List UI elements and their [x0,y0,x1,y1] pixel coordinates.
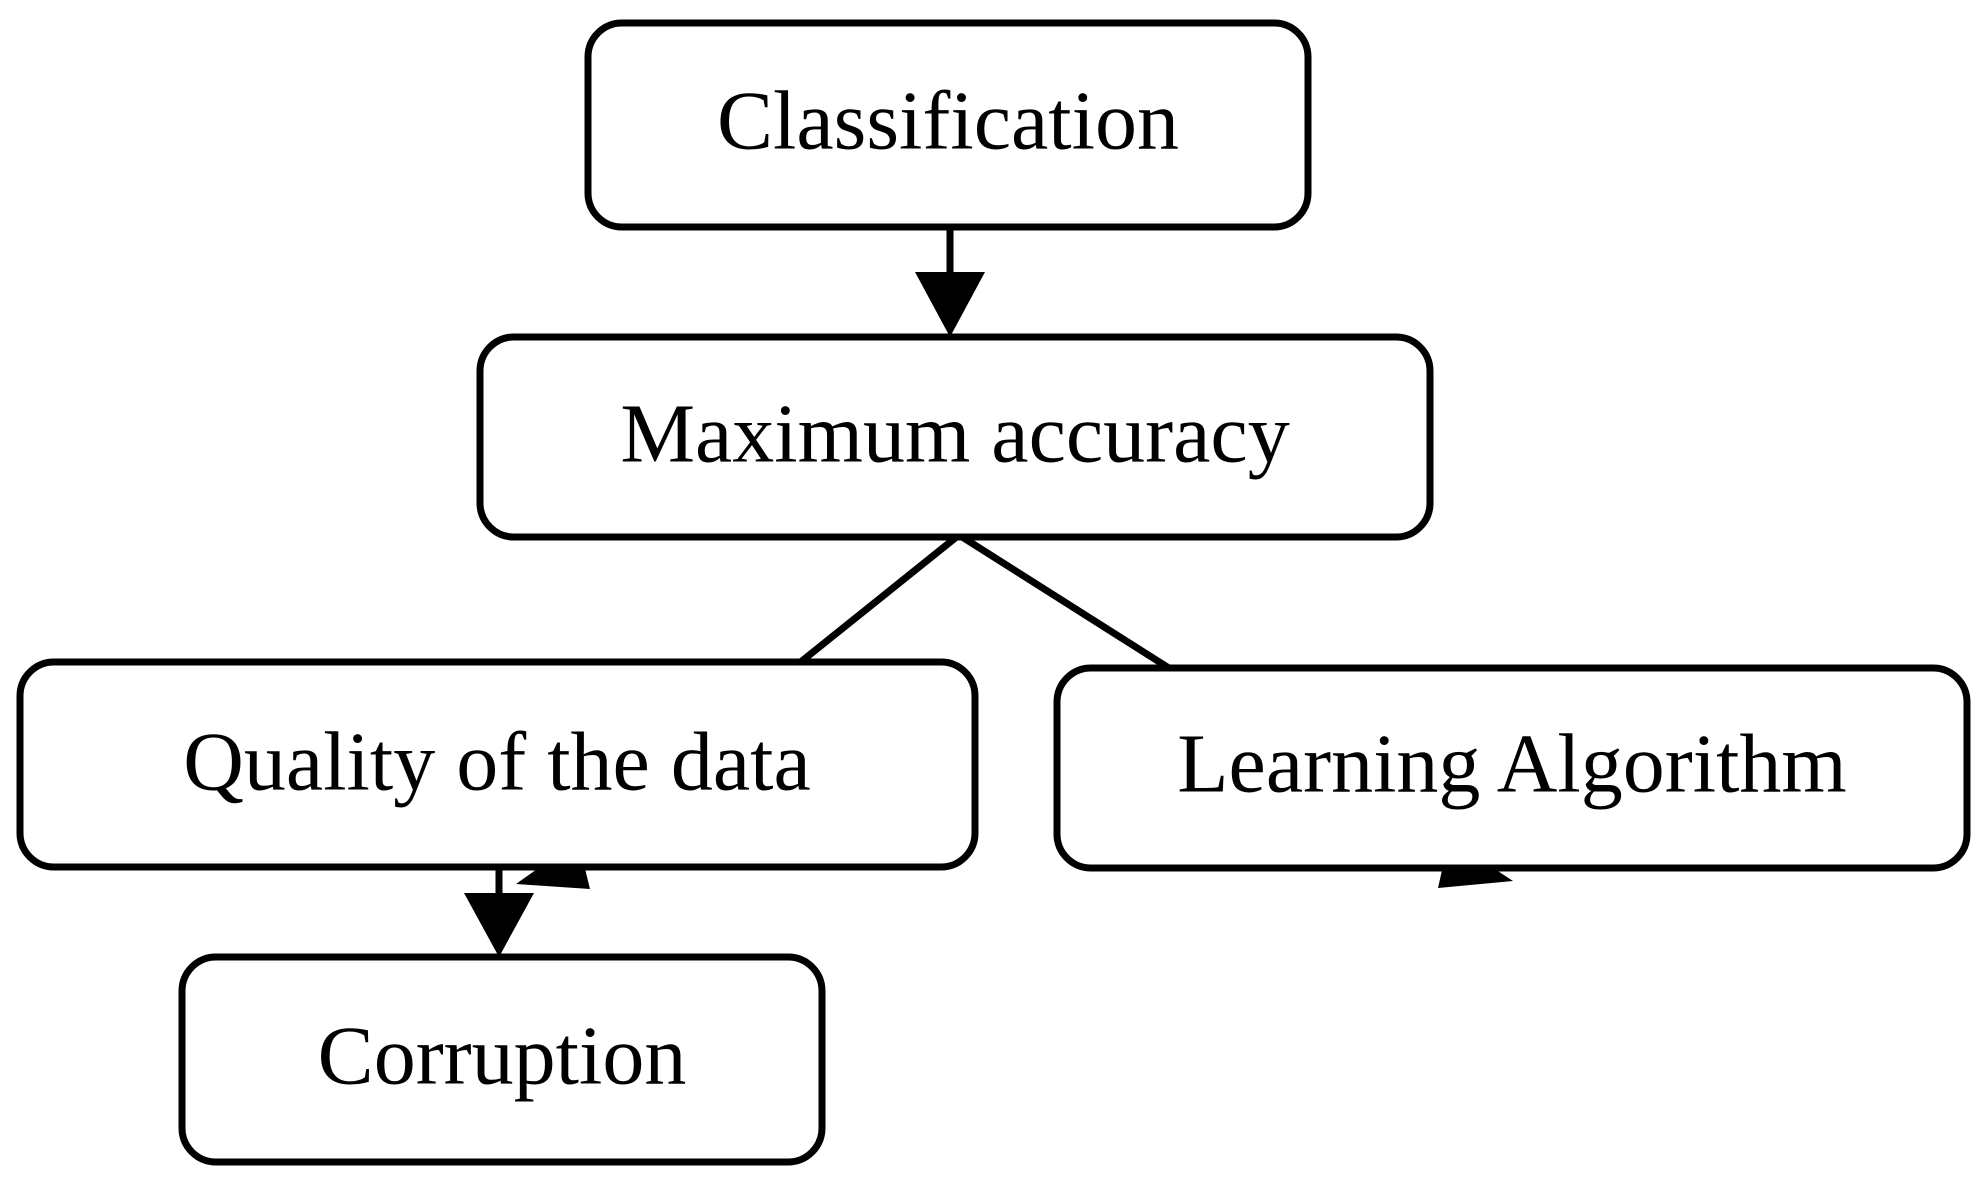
arrowhead-icon-maximum-accuracy [915,272,985,337]
node-corruption[interactable]: Corruption [178,953,826,1166]
node-maximum-accuracy-label: Maximum accuracy [620,387,1289,480]
node-maximum-accuracy-box[interactable] [476,333,1434,541]
node-learning-algorithm-box[interactable] [1053,664,1971,872]
node-classification[interactable]: Classification [584,19,1312,231]
node-learning-algorithm-label: Learning Algorithm [1177,717,1847,810]
arrowhead-icon-corruption [464,893,534,957]
node-quality-of-the-data-box[interactable] [16,658,979,871]
node-quality-of-the-data-label: Quality of the data [183,715,810,808]
node-quality-of-the-data[interactable]: Quality of the data [16,658,979,871]
node-classification-box[interactable] [584,19,1312,231]
node-corruption-label: Corruption [318,1009,687,1102]
node-maximum-accuracy[interactable]: Maximum accuracy [476,333,1434,541]
node-corruption-box[interactable] [178,953,826,1166]
node-learning-algorithm[interactable]: Learning Algorithm [1053,664,1971,872]
node-classification-label: Classification [717,74,1179,167]
